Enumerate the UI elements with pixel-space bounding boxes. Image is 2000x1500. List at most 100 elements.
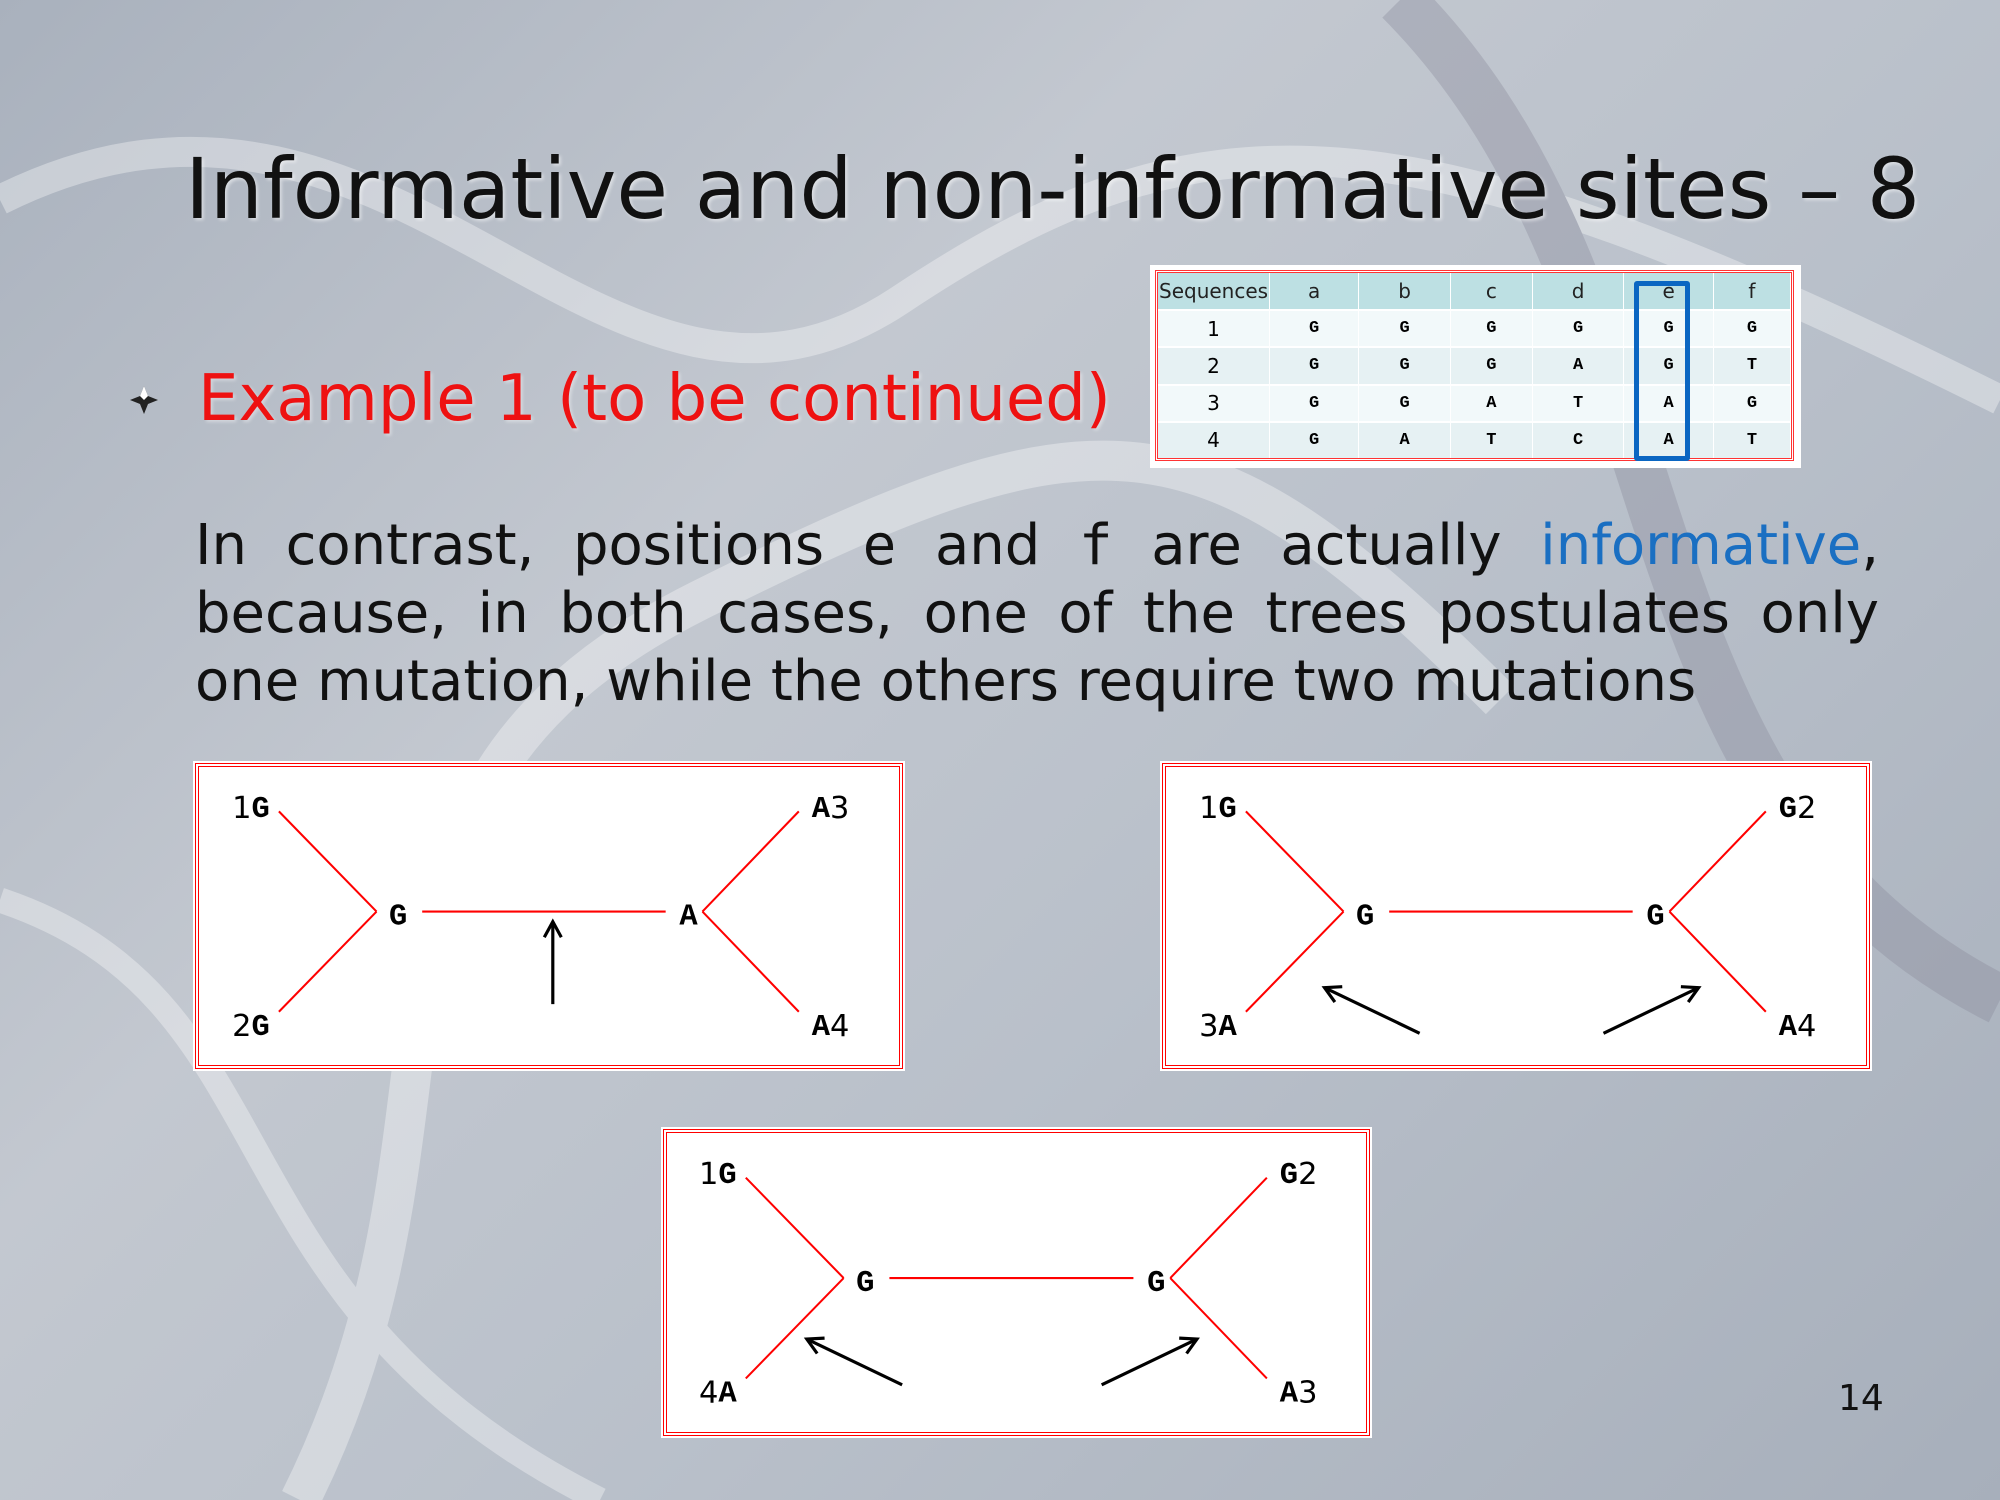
tree-branch bbox=[1169, 1176, 1268, 1279]
internal-node-label: A bbox=[679, 901, 698, 935]
base-cell: G bbox=[1450, 346, 1533, 385]
header-f: f bbox=[1713, 273, 1792, 310]
base-letter: A bbox=[812, 793, 831, 827]
header-a: a bbox=[1269, 273, 1360, 310]
base-cell: T bbox=[1713, 346, 1792, 385]
base-letter: A bbox=[1779, 1011, 1798, 1045]
sequence-number: 1 bbox=[1158, 308, 1271, 348]
base-cell: A bbox=[1532, 346, 1625, 385]
base-letter: G bbox=[718, 1159, 736, 1193]
base-cell: G bbox=[1269, 346, 1360, 385]
base-letter: A bbox=[1280, 1378, 1299, 1412]
sequence-number: 1 bbox=[699, 1157, 718, 1192]
base-cell: T bbox=[1713, 420, 1792, 458]
page-number: 14 bbox=[1838, 1378, 1884, 1419]
base-letter: G bbox=[252, 1011, 270, 1045]
body-text: In contrast, positions bbox=[195, 513, 863, 578]
position-e: e bbox=[862, 513, 897, 578]
leaf-label: A3 bbox=[1280, 1375, 1318, 1412]
base-letter: G bbox=[252, 793, 270, 827]
internal-node-label: G bbox=[1147, 1267, 1165, 1301]
mutation-arrow bbox=[1100, 1337, 1198, 1387]
arrow-head-icon bbox=[1321, 985, 1343, 1003]
sequence-number: 3 bbox=[1298, 1375, 1317, 1410]
base-letter: G bbox=[1147, 1267, 1165, 1301]
bullet-icon bbox=[130, 386, 158, 414]
body-paragraph: In contrast, positions e and f are actua… bbox=[195, 512, 1879, 716]
mutation-arrow bbox=[1323, 986, 1421, 1035]
base-cell: T bbox=[1532, 383, 1625, 422]
tree-branch bbox=[1169, 1277, 1268, 1380]
leaf-label: 3A bbox=[1199, 1008, 1237, 1045]
base-letter: A bbox=[812, 1011, 831, 1045]
header-d: d bbox=[1532, 273, 1625, 310]
header-c: c bbox=[1450, 273, 1533, 310]
sequence-number: 4 bbox=[1797, 1008, 1816, 1043]
sequence-number: 3 bbox=[1199, 1008, 1218, 1043]
base-letter: G bbox=[1646, 901, 1664, 935]
leaf-label: A3 bbox=[812, 790, 850, 827]
internal-node-label: G bbox=[856, 1267, 874, 1301]
tree-branch bbox=[1668, 910, 1767, 1013]
base-cell: G bbox=[1358, 383, 1451, 422]
base-cell: G bbox=[1269, 308, 1360, 348]
tree-branch bbox=[701, 810, 800, 913]
internal-node-label: G bbox=[389, 901, 407, 935]
body-text: , because, in both cases, one of the tre… bbox=[195, 513, 1880, 714]
sequence-number: 2 bbox=[232, 1008, 251, 1043]
leaf-label: A4 bbox=[812, 1008, 850, 1045]
base-cell: G bbox=[1713, 383, 1792, 422]
sequence-number: 3 bbox=[1158, 383, 1271, 422]
tree-branch bbox=[278, 910, 378, 1013]
leaf-label: 1G bbox=[1199, 790, 1237, 827]
leaf-label: G2 bbox=[1280, 1157, 1318, 1194]
tree-branch bbox=[701, 910, 800, 1013]
body-text: and bbox=[896, 513, 1079, 578]
internal-node-label: G bbox=[1356, 901, 1374, 935]
base-cell: G bbox=[1713, 308, 1792, 348]
tree-branch bbox=[278, 810, 378, 913]
example-heading: Example 1 (to be continued) bbox=[198, 362, 1111, 436]
base-letter: A bbox=[679, 901, 698, 935]
leaf-label: 1G bbox=[699, 1157, 737, 1194]
base-cell: G bbox=[1450, 308, 1533, 348]
leaf-label: G2 bbox=[1779, 790, 1817, 827]
mutation-arrow bbox=[806, 1337, 903, 1387]
base-cell: T bbox=[1450, 420, 1533, 458]
base-letter: G bbox=[1779, 793, 1797, 827]
base-letter: G bbox=[856, 1267, 874, 1301]
arrow-head-icon bbox=[1179, 1336, 1200, 1355]
base-cell: G bbox=[1269, 383, 1360, 422]
sequence-number: 1 bbox=[232, 790, 251, 825]
sequence-number: 4 bbox=[1158, 420, 1271, 458]
position-f: f bbox=[1078, 513, 1113, 578]
column-e-highlight bbox=[1634, 281, 1690, 461]
slide-title: Informative and non-informative sites – … bbox=[185, 140, 1921, 238]
sequence-number: 4 bbox=[699, 1375, 718, 1410]
tree-branch bbox=[1245, 810, 1345, 913]
internal-node-label: G bbox=[1646, 901, 1664, 935]
arrow-head-icon bbox=[1680, 985, 1702, 1003]
header-b: b bbox=[1358, 273, 1451, 310]
leaf-label: A4 bbox=[1779, 1008, 1817, 1045]
base-letter: A bbox=[1219, 1011, 1238, 1045]
sequence-number: 2 bbox=[1797, 790, 1816, 825]
sequence-number: 4 bbox=[830, 1008, 849, 1043]
sequence-number: 2 bbox=[1158, 346, 1271, 385]
sequence-number: 1 bbox=[1199, 790, 1218, 825]
informative-highlight: informative bbox=[1540, 513, 1862, 578]
base-cell: G bbox=[1358, 308, 1451, 348]
base-cell: G bbox=[1532, 308, 1625, 348]
mutation-arrow bbox=[1602, 986, 1700, 1035]
leaf-label: 1G bbox=[232, 790, 270, 827]
arrow-head-icon bbox=[803, 1336, 825, 1355]
sequence-number: 2 bbox=[1298, 1157, 1317, 1192]
